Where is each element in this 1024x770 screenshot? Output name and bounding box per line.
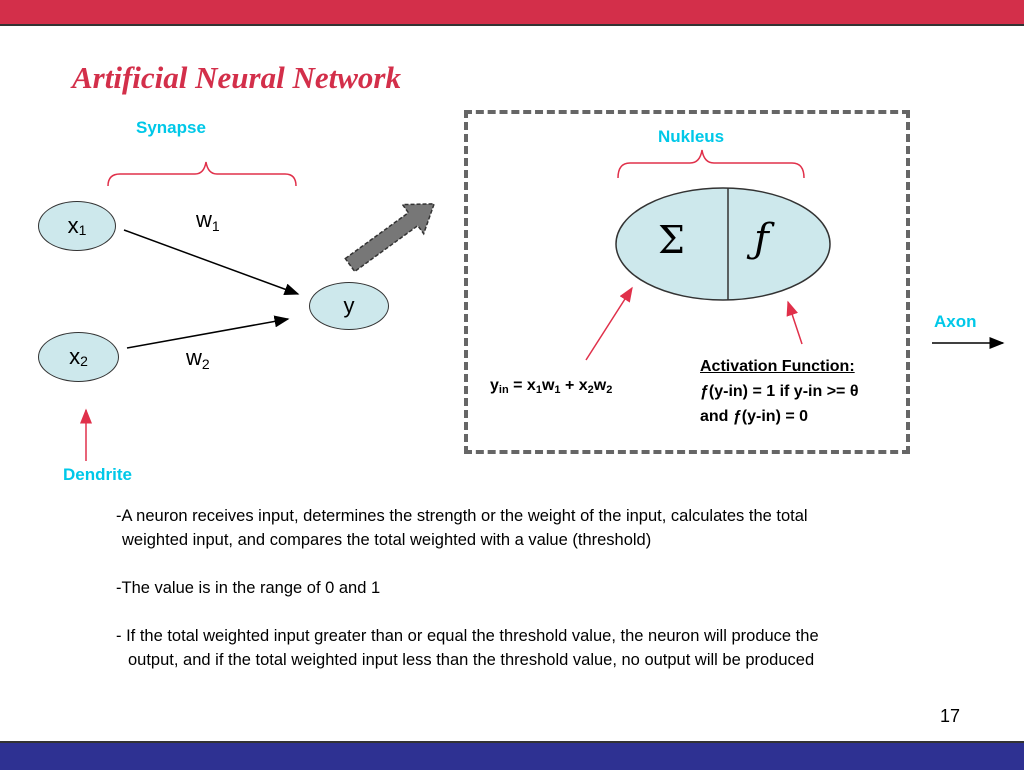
paragraph-1-line-1: -A neuron receives input, determines the…: [116, 507, 808, 525]
paragraph-2: -The value is in the range of 0 and 1: [116, 579, 381, 597]
activation-line-2: and ƒ(y-in) = 0: [700, 408, 809, 425]
nucleus-brace: [617, 149, 805, 179]
activation-function-text: Activation Function: ƒ(y-in) = 1 if y-in…: [700, 354, 858, 429]
dendrite-label: Dendrite: [63, 465, 132, 484]
top-bar: [0, 0, 1024, 26]
zoom-block-arrow: [344, 203, 436, 273]
nucleus-ellipse: [615, 187, 831, 301]
slide-title: Artificial Neural Network: [72, 60, 401, 95]
weight-w1: w1: [196, 207, 220, 234]
activation-pointer-arrow: [786, 300, 803, 345]
output-node-y: y: [309, 282, 389, 330]
weighted-sum-formula: yin = x1w1 + x2w2: [490, 377, 613, 396]
nucleus-label: Nukleus: [658, 127, 725, 146]
weight-w2: w2: [186, 345, 210, 372]
page-number: 17: [940, 706, 961, 726]
paragraph-1-line-2: weighted input, and compares the total w…: [122, 531, 652, 549]
x1-to-y-arrow: [123, 229, 300, 295]
formula-pointer-arrow: [585, 286, 633, 361]
x2-to-y-arrow: [126, 315, 290, 349]
synapse-brace: [107, 161, 297, 187]
bottom-bar: [0, 741, 1024, 770]
sum-symbol: Σ: [658, 218, 685, 262]
function-symbol: ƒ: [754, 216, 769, 262]
axon-label: Axon: [934, 312, 977, 331]
neuron-detail-box: [464, 110, 910, 454]
explanation-text: -A neuron receives input, determines the…: [116, 504, 819, 672]
paragraph-3-line-2: output, and if the total weighted input …: [128, 651, 815, 669]
activation-line-1: ƒ(y-in) = 1 if y-in >= θ: [700, 383, 859, 400]
synapse-label: Synapse: [136, 118, 206, 137]
activation-heading: Activation Function:: [700, 358, 855, 375]
paragraph-3-line-1: - If the total weighted input greater th…: [116, 627, 819, 645]
